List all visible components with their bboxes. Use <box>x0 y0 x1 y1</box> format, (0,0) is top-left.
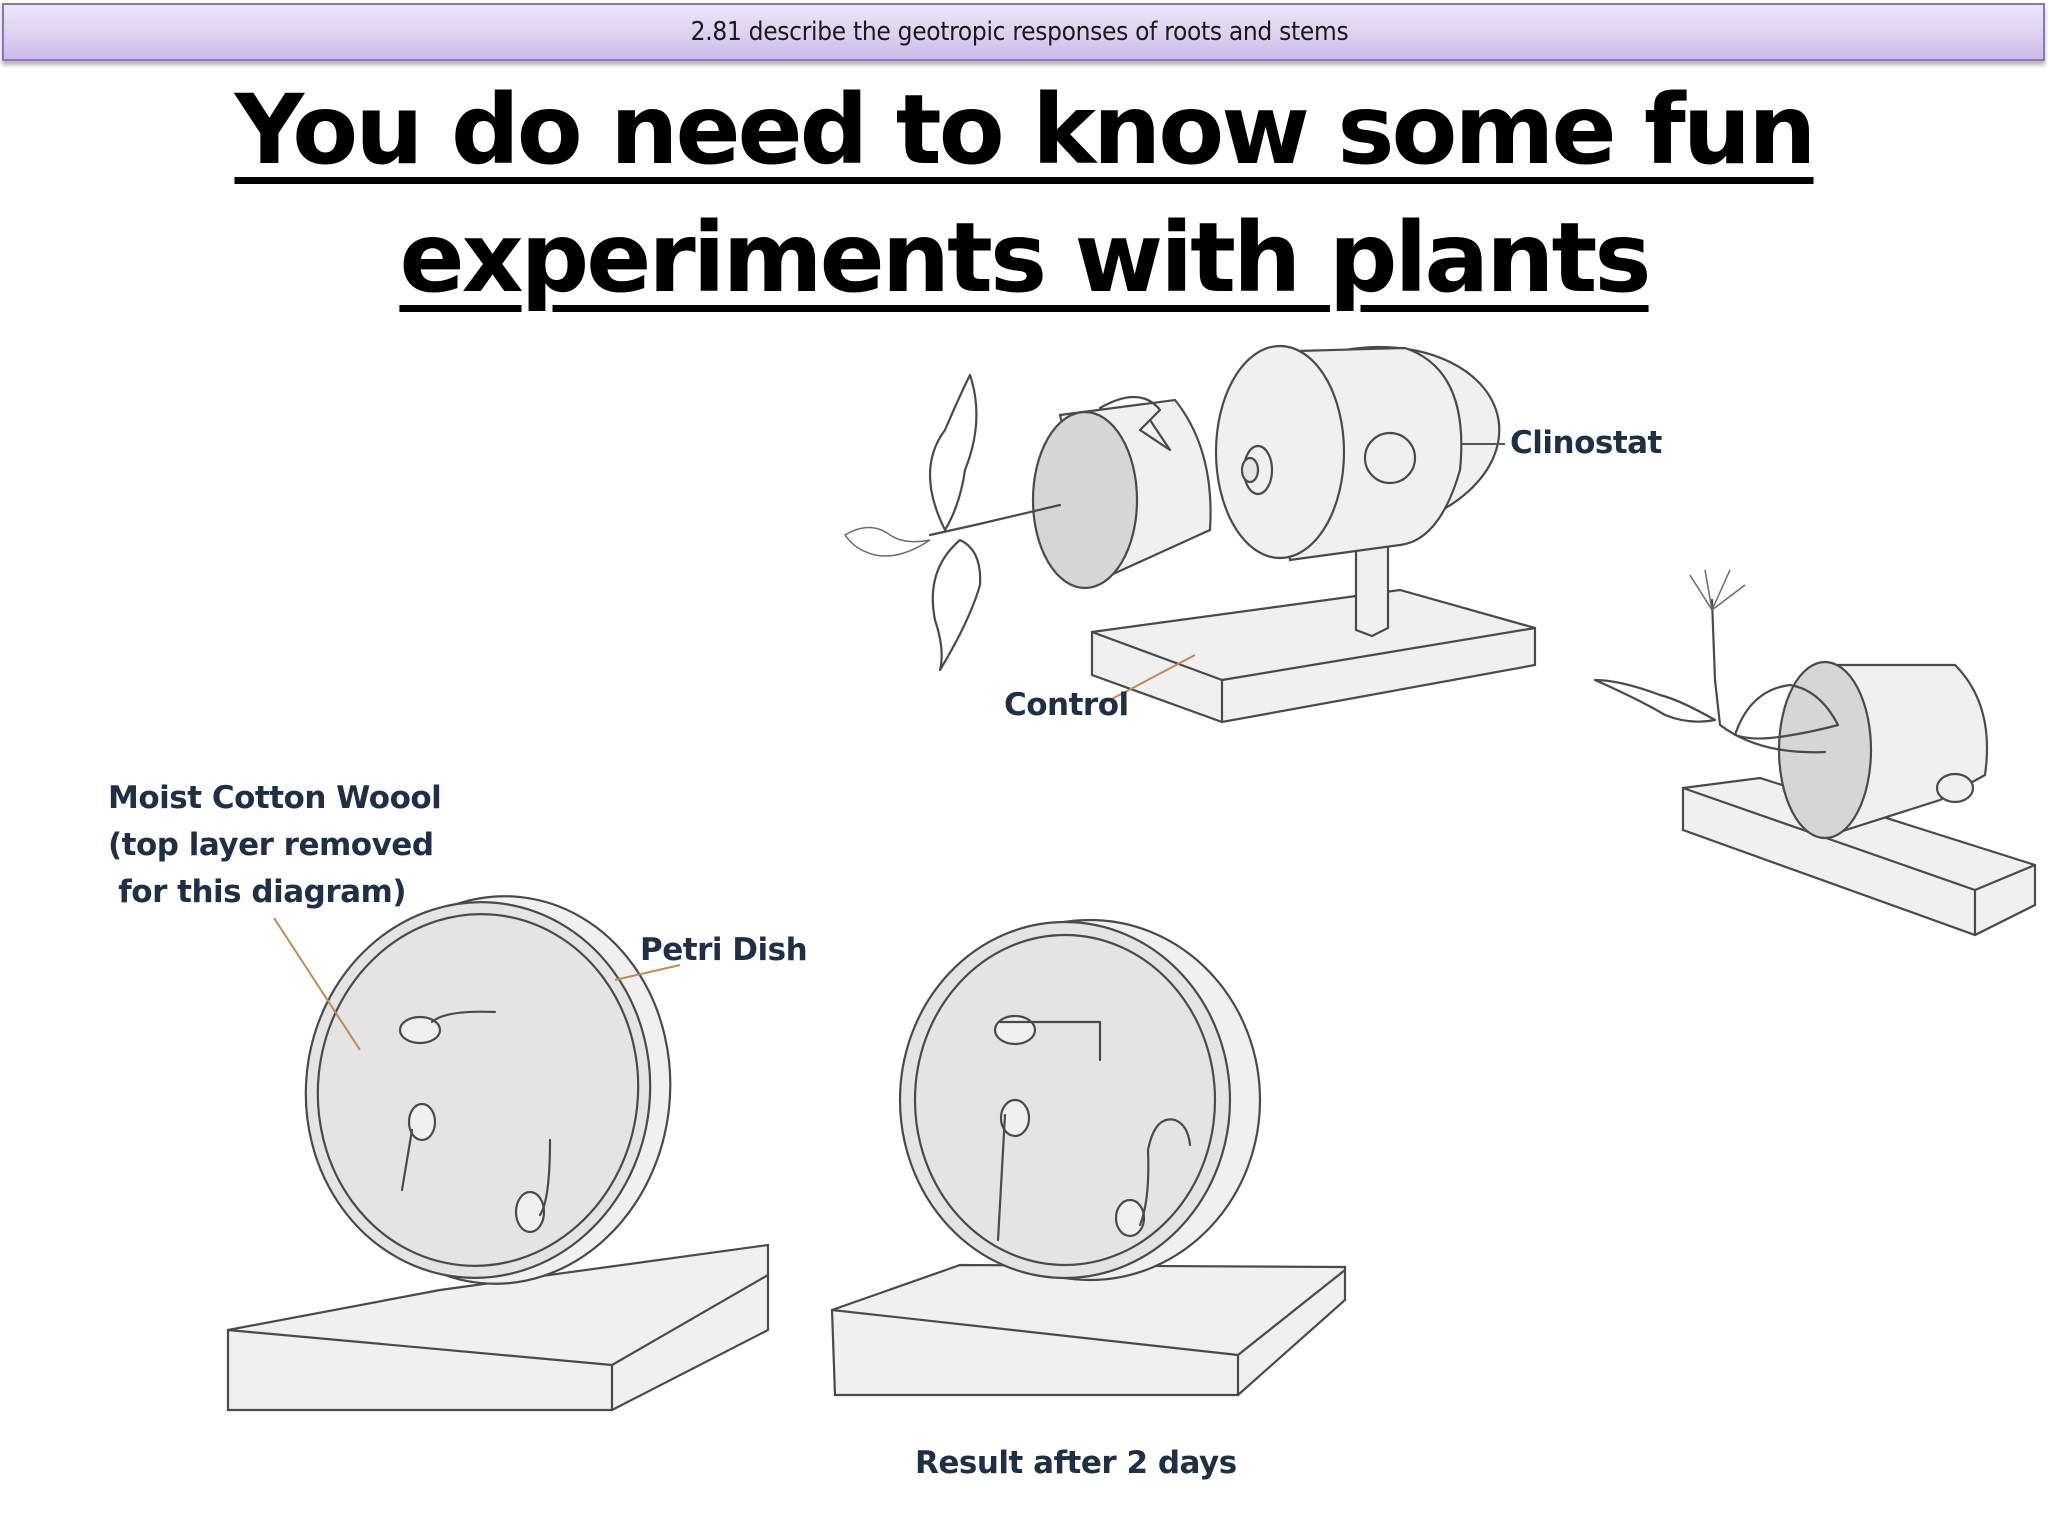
horizontal-pot-illustration <box>1593 569 2037 937</box>
title-line-1: You do need to know some fun <box>234 74 1817 186</box>
title-line-2: experiments with plants <box>399 202 1651 314</box>
cotton-wool-label-line-1: Moist Cotton Woool <box>108 780 442 816</box>
clinostat-illustration <box>843 344 1537 724</box>
clinostat-label: Clinostat <box>1510 425 1662 461</box>
petri-dish-result-illustration <box>830 918 1347 1397</box>
slide-header-bar: 2.81 describe the geotropic responses of… <box>2 3 2045 61</box>
petri-dish-label: Petri Dish <box>640 932 808 968</box>
cotton-wool-label: Moist Cotton Woool (top layer removed fo… <box>108 775 442 916</box>
petri-dish-start-illustration <box>226 895 770 1412</box>
slide-title: You do need to know some fun experiments… <box>0 66 2048 322</box>
cotton-wool-label-line-3: for this diagram) <box>108 874 407 910</box>
cotton-wool-label-line-2: (top layer removed <box>108 827 434 863</box>
control-label: Control <box>1004 687 1129 723</box>
result-caption: Result after 2 days <box>915 1445 1237 1481</box>
spec-point-text: 2.81 describe the geotropic responses of… <box>690 17 1349 47</box>
